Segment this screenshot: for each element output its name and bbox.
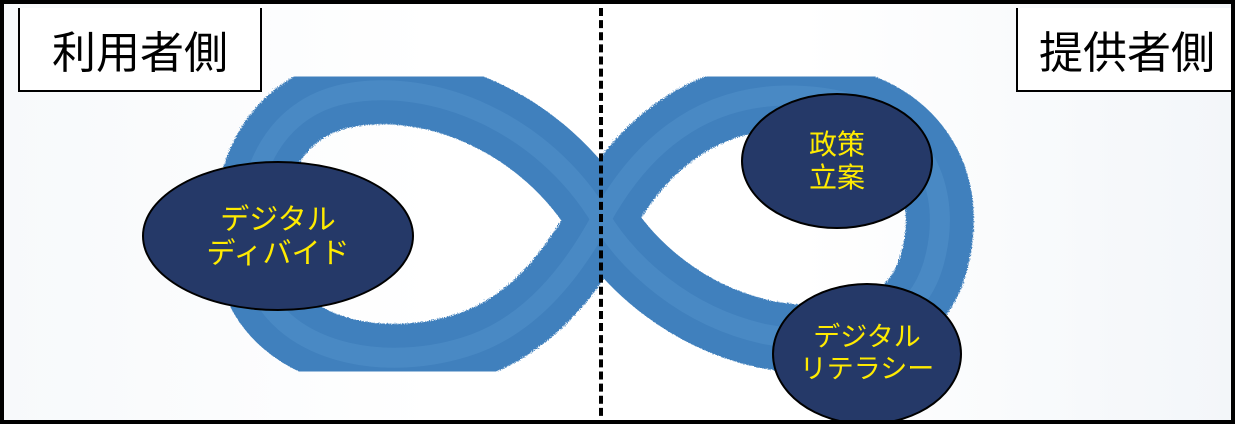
- provider-side-text: 提供者側: [1039, 28, 1215, 79]
- digital-literacy-bubble: デジタル リテラシー: [772, 283, 962, 420]
- user-side-label: 利用者側: [18, 8, 262, 92]
- digital-literacy-line2: リテラシー: [799, 354, 935, 385]
- provider-side-label: 提供者側: [1016, 8, 1231, 92]
- policy-planning-line1: 政策: [808, 127, 865, 161]
- policy-planning-line2: 立案: [808, 161, 865, 194]
- center-divider: [599, 8, 603, 420]
- policy-planning-bubble: 政策 立案: [741, 93, 933, 229]
- user-side-text: 利用者側: [52, 28, 228, 79]
- digital-literacy-line1: デジタル: [813, 322, 921, 354]
- digital-divide-line1: デジタル: [220, 201, 336, 236]
- digital-divide-bubble: デジタル ディバイド: [142, 161, 414, 311]
- digital-divide-line2: ディバイド: [206, 236, 350, 270]
